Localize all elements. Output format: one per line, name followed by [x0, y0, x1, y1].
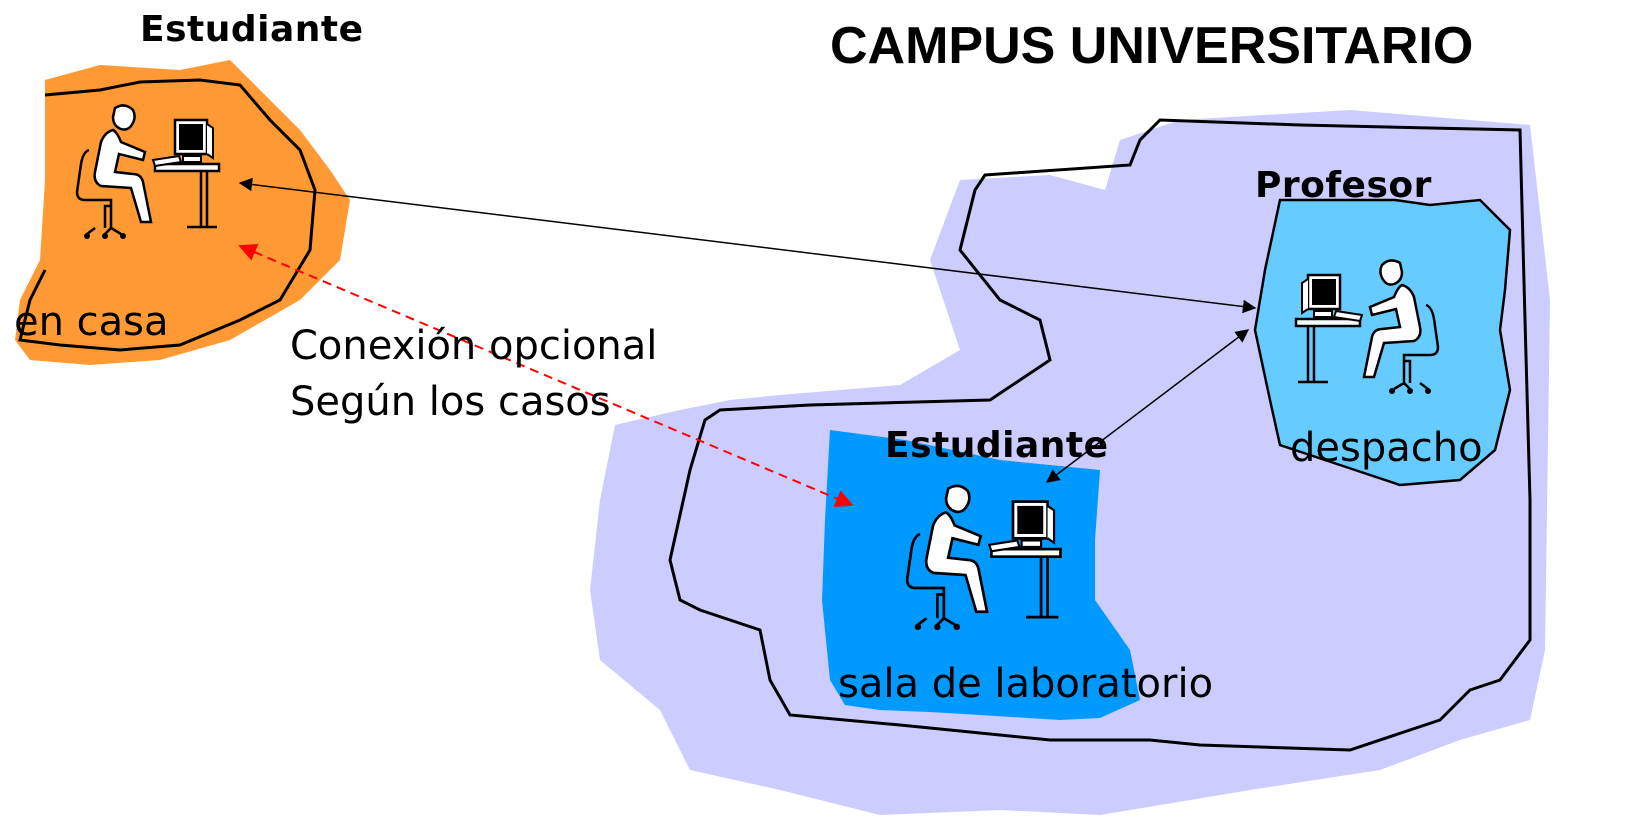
optional-note-line1: Conexión opcional: [290, 323, 658, 369]
home-role-label: Estudiante: [140, 9, 364, 50]
lab-place-label: sala de laboratorio: [838, 661, 1214, 707]
office-place-label: despacho: [1290, 425, 1483, 471]
office-role-label: Profesor: [1255, 165, 1432, 206]
lab-role-label: Estudiante: [885, 425, 1109, 466]
home-place-label: en casa: [14, 299, 169, 345]
link-lab-office: [1045, 329, 1250, 483]
campus-outline: [668, 118, 1532, 752]
page-title: CAMPUS UNIVERSITARIO: [830, 17, 1474, 75]
optional-link: [238, 244, 854, 507]
optional-note-line2: Según los casos: [290, 379, 611, 425]
